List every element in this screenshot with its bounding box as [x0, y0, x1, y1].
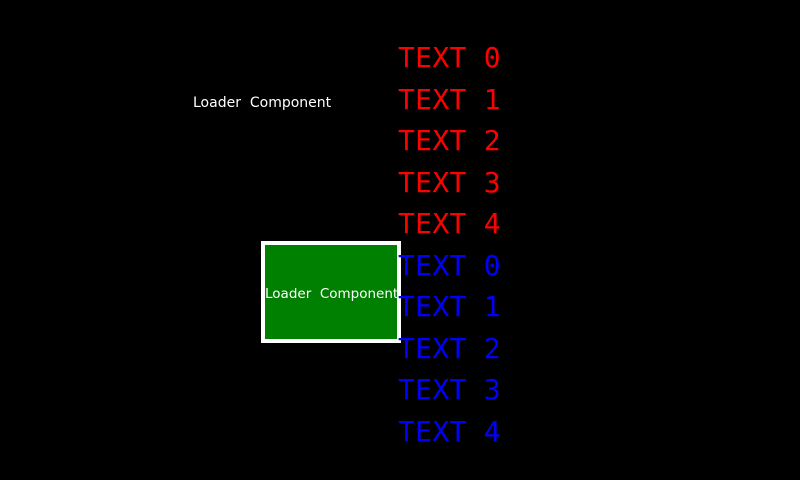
text-item-red-0: TEXT 0 [398, 41, 501, 74]
loader-component-box[interactable]: Loader Component [261, 241, 401, 343]
text-list: TEXT 0 TEXT 1 TEXT 2 TEXT 3 TEXT 4 TEXT … [398, 37, 501, 452]
text-item-blue-4: TEXT 4 [398, 414, 501, 448]
loader-component-label: Loader Component [193, 95, 332, 111]
text-item-blue-1: TEXT 1 [398, 290, 501, 323]
text-item-red-3: TEXT 3 [398, 165, 501, 199]
text-item-red-2: TEXT 2 [398, 124, 501, 157]
text-item-blue-2: TEXT 2 [398, 331, 501, 365]
text-item-blue-0: TEXT 0 [398, 248, 501, 282]
text-item-red-4: TEXT 4 [398, 207, 501, 240]
loader-component-box-label: Loader Component [265, 285, 399, 302]
text-item-red-1: TEXT 1 [398, 82, 501, 116]
text-item-blue-3: TEXT 3 [398, 373, 501, 406]
